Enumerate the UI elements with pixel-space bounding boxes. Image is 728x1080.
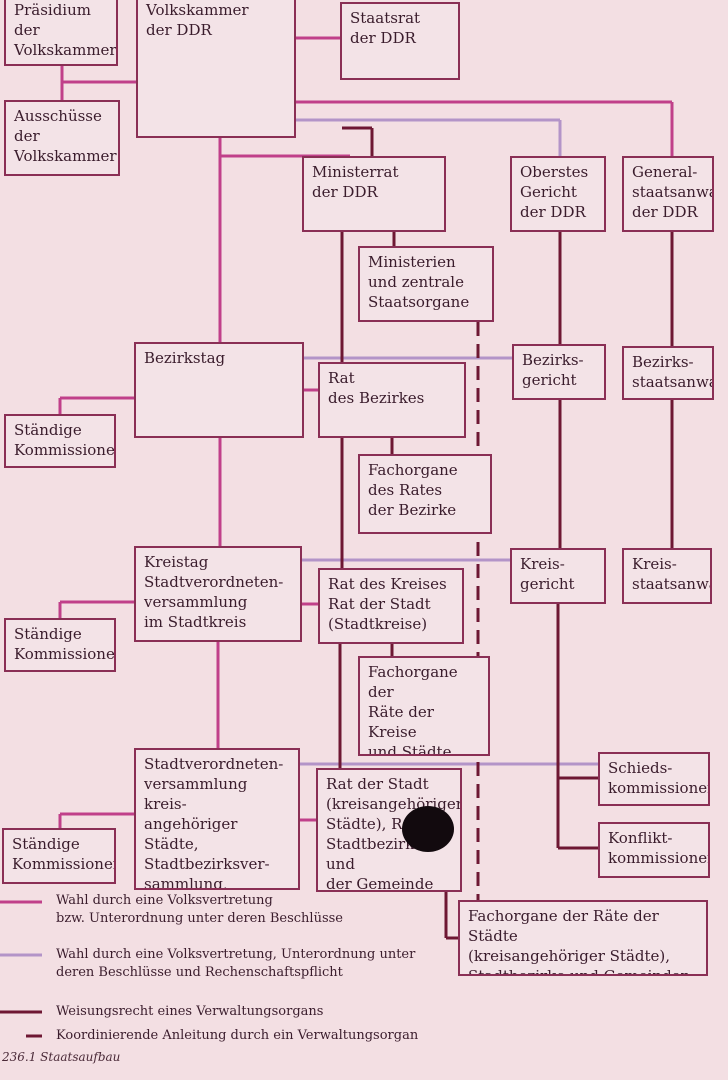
box-staendige-kommissionen-kreis: Ständige Kommissionen	[4, 618, 116, 672]
box-staendige-kommissionen-bezirk: Ständige Kommissionen	[4, 414, 116, 468]
box-rat-des-kreises: Rat des Kreises Rat der Stadt (Stadtkrei…	[318, 568, 464, 644]
box-stadtverordnetenversammlung: Stadtverordneten- versammlung kreis- ang…	[134, 748, 300, 890]
box-rat-des-bezirkes: Rat des Bezirkes	[318, 362, 466, 438]
box-ministerien: Ministerien und zentrale Staatsorgane	[358, 246, 494, 322]
box-ministerrat: Ministerrat der DDR	[302, 156, 446, 232]
box-bezirksgericht: Bezirks- gericht	[512, 344, 606, 400]
box-bezirkstag: Bezirkstag	[134, 342, 304, 438]
box-bezirksstaatsanwalt: Bezirks- staatsanwalt	[622, 346, 714, 400]
box-kreisgericht: Kreis- gericht	[510, 548, 606, 604]
box-oberstes-gericht: Oberstes Gericht der DDR	[510, 156, 606, 232]
ink-blot	[402, 806, 454, 852]
box-staatsrat: Staatsrat der DDR	[340, 2, 460, 80]
figure-caption: 236.1 Staatsaufbau	[2, 1050, 121, 1064]
box-praesidium: Präsidium der Volkskammer	[4, 0, 118, 66]
box-volkskammer: Volkskammer der DDR	[136, 0, 296, 138]
box-fachorgane-bezirke: Fachorgane des Rates der Bezirke	[358, 454, 492, 534]
legend-lavender: Wahl durch eine Volksvertretung, Unteror…	[56, 947, 416, 980]
box-kreistag: Kreistag Stadtverordneten- versammlung i…	[134, 546, 302, 642]
legend-dashed: Koordinierende Anleitung durch ein Verwa…	[56, 1028, 419, 1043]
box-staendige-kommissionen-gemeinde: Ständige Kommissionen	[2, 828, 116, 884]
box-fachorgane-staedte: Fachorgane der Räte der Städte (kreisang…	[458, 900, 708, 976]
box-fachorgane-kreise: Fachorgane der Räte der Kreise und Städt…	[358, 656, 490, 756]
box-generalstaatsanwalt: General- staatsanwalt der DDR	[622, 156, 714, 232]
box-ausschuesse: Ausschüsse der Volkskammer	[4, 100, 120, 176]
box-schiedskommissionen: Schieds- kommissionen	[598, 752, 710, 806]
box-kreisstaatsanwalt: Kreis- staatsanwalt	[622, 548, 712, 604]
box-konfliktkommissionen: Konflikt- kommissionen	[598, 822, 710, 878]
legend-pink: Wahl durch eine Volksvertretung bzw. Unt…	[56, 893, 343, 926]
legend-maroon: Weisungsrecht eines Verwaltungsorgans	[56, 1004, 324, 1019]
